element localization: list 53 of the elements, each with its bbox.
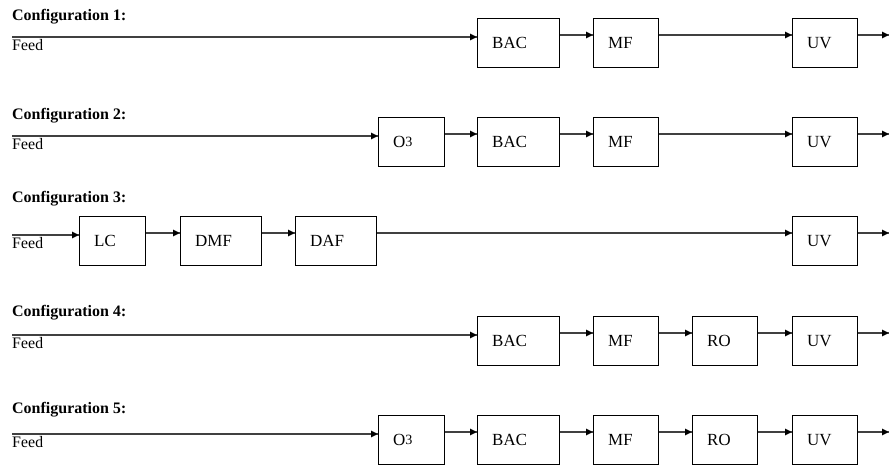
process-box: BAC <box>477 117 560 167</box>
arrow <box>560 32 593 38</box>
arrow <box>858 130 889 138</box>
process-box: UV <box>792 18 858 68</box>
process-box: RO <box>692 316 758 366</box>
arrow <box>12 332 477 338</box>
arrow <box>12 132 378 140</box>
arrow <box>12 34 477 40</box>
process-box: BAC <box>477 415 560 465</box>
arrow <box>858 330 889 336</box>
process-box: UV <box>792 316 858 366</box>
arrow <box>659 32 792 38</box>
configuration-heading: Configuration 2: <box>12 106 126 124</box>
arrow <box>560 428 593 436</box>
feed-label: Feed <box>12 235 44 253</box>
arrow <box>659 428 692 436</box>
arrow <box>377 230 792 236</box>
process-box: UV <box>792 216 858 266</box>
arrow <box>858 428 889 436</box>
process-box: BAC <box>477 18 560 68</box>
arrow <box>560 330 593 336</box>
process-box: MF <box>593 415 659 465</box>
process-box: MF <box>593 18 659 68</box>
process-box: DMF <box>180 216 262 266</box>
arrow <box>858 230 889 236</box>
configuration-heading: Configuration 4: <box>12 303 126 321</box>
configuration-heading: Configuration 5: <box>12 400 126 418</box>
process-box: RO <box>692 415 758 465</box>
arrow <box>560 130 593 138</box>
process-box: MF <box>593 117 659 167</box>
arrow <box>659 330 692 336</box>
arrow <box>146 230 180 236</box>
arrow <box>758 330 792 336</box>
feed-label: Feed <box>12 37 44 55</box>
configuration-heading: Configuration 3: <box>12 189 126 207</box>
arrow <box>659 130 792 138</box>
process-box: UV <box>792 117 858 167</box>
arrow <box>262 230 295 236</box>
arrow <box>758 428 792 436</box>
arrow <box>12 232 79 238</box>
process-box: BAC <box>477 316 560 366</box>
arrow <box>445 428 477 436</box>
process-box: LC <box>79 216 146 266</box>
arrow <box>445 130 477 138</box>
process-box: DAF <box>295 216 377 266</box>
arrow <box>12 430 378 438</box>
feed-label: Feed <box>12 335 44 353</box>
feed-label: Feed <box>12 434 44 452</box>
configuration-heading: Configuration 1: <box>12 7 126 25</box>
feed-label: Feed <box>12 136 44 154</box>
arrow <box>858 32 889 38</box>
process-box: UV <box>792 415 858 465</box>
process-box: MF <box>593 316 659 366</box>
